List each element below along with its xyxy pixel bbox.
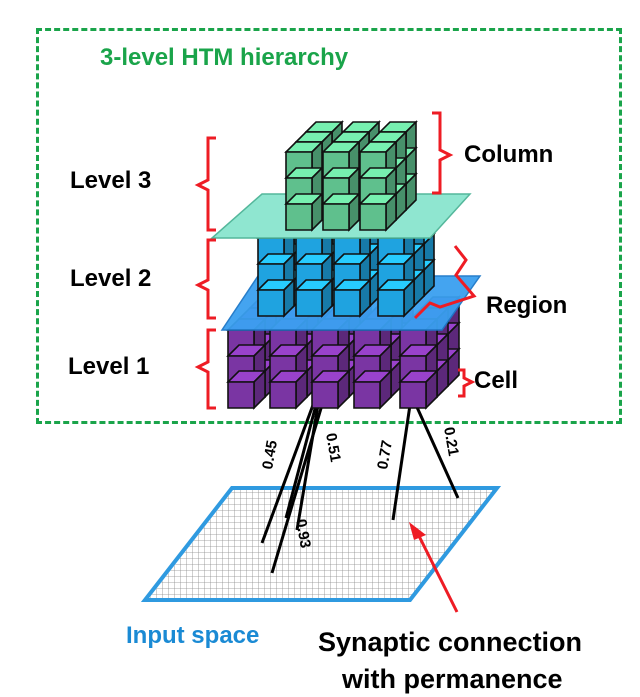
column-label: Column [464,141,554,168]
level-brackets [194,136,216,410]
part-brackets [413,111,477,398]
level-3-cells [284,120,418,232]
weight-label: 0.21 [440,426,462,458]
input-space-plane [140,486,502,602]
input-space-label: Input space [126,622,260,649]
level-3-label: Level 3 [70,167,152,194]
synapse-label-line2: with permanence [342,664,563,694]
weight-label: 0.51 [322,432,344,464]
diagram-title: 3-level HTM hierarchy [100,44,349,71]
weight-label: 0.45 [259,439,281,471]
synapse-label-line1: Synaptic connection [318,627,583,657]
synaptic-lines [260,404,460,574]
cell-label: Cell [474,367,519,394]
level-2-label: Level 2 [70,265,152,292]
cell-column [358,120,418,232]
synapse-arrow [409,522,459,613]
weight-label: 0.77 [374,439,396,471]
weight-labels: 0.45 0.51 0.93 0.77 0.21 [259,426,462,550]
region-label: Region [486,292,568,319]
hierarchy-frame [36,28,622,424]
level-1-label: Level 1 [68,353,150,380]
weight-label: 0.93 [292,518,314,550]
